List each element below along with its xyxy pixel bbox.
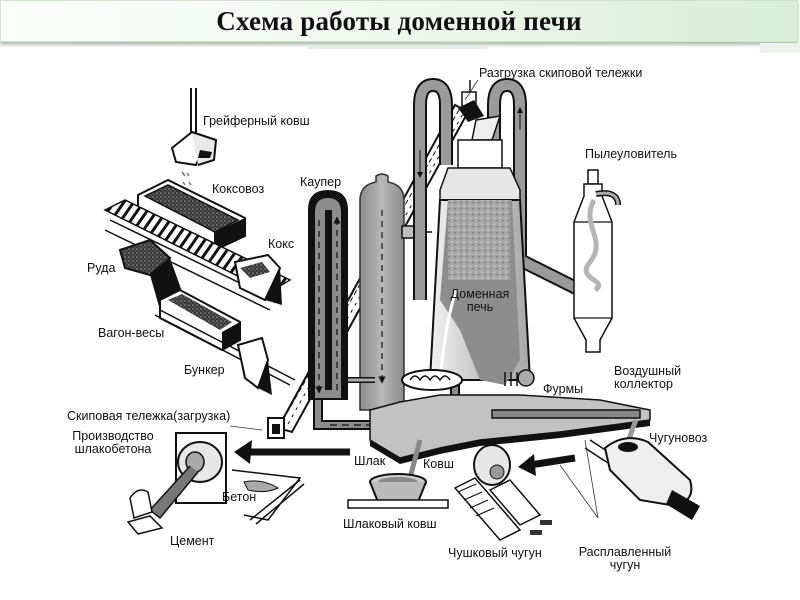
slag-stream <box>407 439 423 479</box>
label-coke-car: Коксовоз <box>212 182 265 196</box>
label-ladle: Ковш <box>423 457 454 471</box>
label-scale-car: Вагон-весы <box>98 326 165 340</box>
cowper-stove-1 <box>308 190 348 400</box>
label-ore: Руда <box>87 261 116 275</box>
label-molten-iron-line2: чугун <box>609 558 641 572</box>
label-slag-concrete-line2: шлакобетона <box>74 442 152 456</box>
label-molten-iron-line1: Расплавленный <box>578 545 672 559</box>
label-skip-car-loading: Скиповая тележка(загрузка) <box>67 409 231 423</box>
label-cement: Цемент <box>170 534 215 548</box>
slide-title: Схема работы доменной печи <box>216 5 582 36</box>
falling-coke-particles <box>181 171 192 193</box>
title-shadow-decoration <box>760 43 800 53</box>
label-pig-iron: Чушковый чугун <box>448 546 542 560</box>
pig-casting-machine <box>453 444 552 541</box>
bunker <box>236 336 272 395</box>
label-air-collector: Воздушный коллектор <box>614 365 681 391</box>
flow-arrow-middle-head <box>518 454 536 476</box>
label-cowper: Каупер <box>300 175 342 189</box>
label-slag: Шлак <box>354 454 386 468</box>
tuyere-bustle-pipe <box>401 369 535 391</box>
label-tuyeres: Фурмы <box>543 382 584 396</box>
hot-metal-car <box>584 437 700 520</box>
flow-arrow-left-head <box>234 440 252 464</box>
label-dust-catcher: Пылеуловитель <box>585 147 677 161</box>
cast-house-floor <box>369 394 651 464</box>
label-grab-bucket: Грейферный ковш <box>203 114 310 128</box>
label-air-collector-line2: коллектор <box>614 377 673 391</box>
title-shadow-decoration <box>308 45 488 49</box>
label-pointer-lines <box>229 79 599 519</box>
label-blast-furnace-line2: печь <box>466 300 494 314</box>
label-air-collector-line1: Воздушный <box>614 364 682 378</box>
label-coke: Кокс <box>268 237 295 251</box>
label-slag-ladle: Шлаковый ковш <box>343 517 437 531</box>
label-hot-metal-car: Чугуновоз <box>649 431 708 445</box>
label-slag-concrete-line1: Производство <box>72 429 154 443</box>
ore-coke-bunker-rail <box>103 199 292 311</box>
scale-car <box>154 288 296 386</box>
grab-bucket <box>170 88 218 167</box>
flow-arrow-middle <box>529 454 576 469</box>
label-blast-furnace: Доменная печь <box>440 288 520 314</box>
label-blast-furnace-line1: Доменная <box>450 287 510 301</box>
slide-title-bar: Схема работы доменной печи <box>0 0 798 42</box>
slag-concrete-mixer <box>126 432 305 535</box>
label-skip-unloading: Разгрузка скиповой тележки <box>479 66 643 80</box>
label-molten-iron: Расплавленный чугун <box>570 546 680 572</box>
label-concrete: Бетон <box>222 490 257 504</box>
label-bunker: Бункер <box>184 363 225 377</box>
furnace-top <box>439 80 521 201</box>
dust-catcher <box>573 169 621 353</box>
slag-ladle-car <box>347 473 449 509</box>
cowper-stove-2 <box>359 173 432 411</box>
label-slag-concrete-production: Производство шлакобетона <box>60 430 166 456</box>
